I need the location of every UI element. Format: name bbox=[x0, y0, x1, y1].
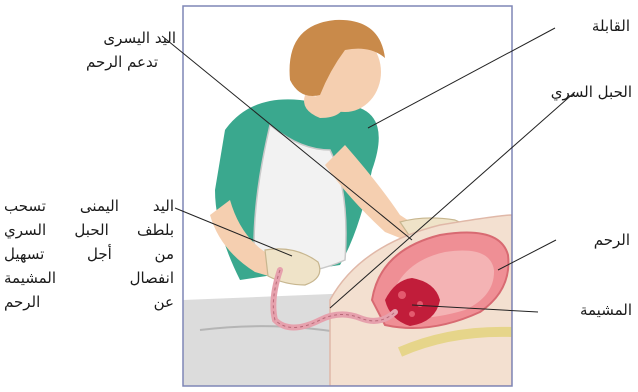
label-left-hand: اليد اليسرى تدعم الرحم bbox=[36, 26, 176, 74]
label-placenta-text: المشيمة bbox=[536, 298, 632, 322]
label-placenta: المشيمة bbox=[536, 298, 632, 322]
label-left-hand-line-1: اليد اليسرى bbox=[36, 26, 176, 50]
delivery-scene bbox=[183, 6, 512, 386]
label-uterus-text: الرحم bbox=[560, 228, 630, 252]
label-left-hand-line-2: تدعم الرحم bbox=[36, 50, 176, 74]
label-uterus: الرحم bbox=[560, 228, 630, 252]
label-right-hand-line-2: بلطف الحبل السري bbox=[4, 218, 174, 242]
label-right-hand-line-3: من أجل تسهيل bbox=[4, 242, 174, 266]
label-midwife: القابلة bbox=[540, 14, 630, 38]
label-umbilical-cord: الحبل السري bbox=[520, 80, 632, 104]
label-right-hand-line-4: انفصال المشيمة bbox=[4, 266, 174, 290]
label-right-hand-line-5: عن الرحم bbox=[4, 290, 174, 314]
label-cord-text: الحبل السري bbox=[520, 80, 632, 104]
label-midwife-text: القابلة bbox=[540, 14, 630, 38]
label-right-hand-line-1: اليد اليمنى تسحب bbox=[4, 194, 174, 218]
label-right-hand: اليد اليمنى تسحب بلطف الحبل السري من أجل… bbox=[4, 194, 174, 314]
